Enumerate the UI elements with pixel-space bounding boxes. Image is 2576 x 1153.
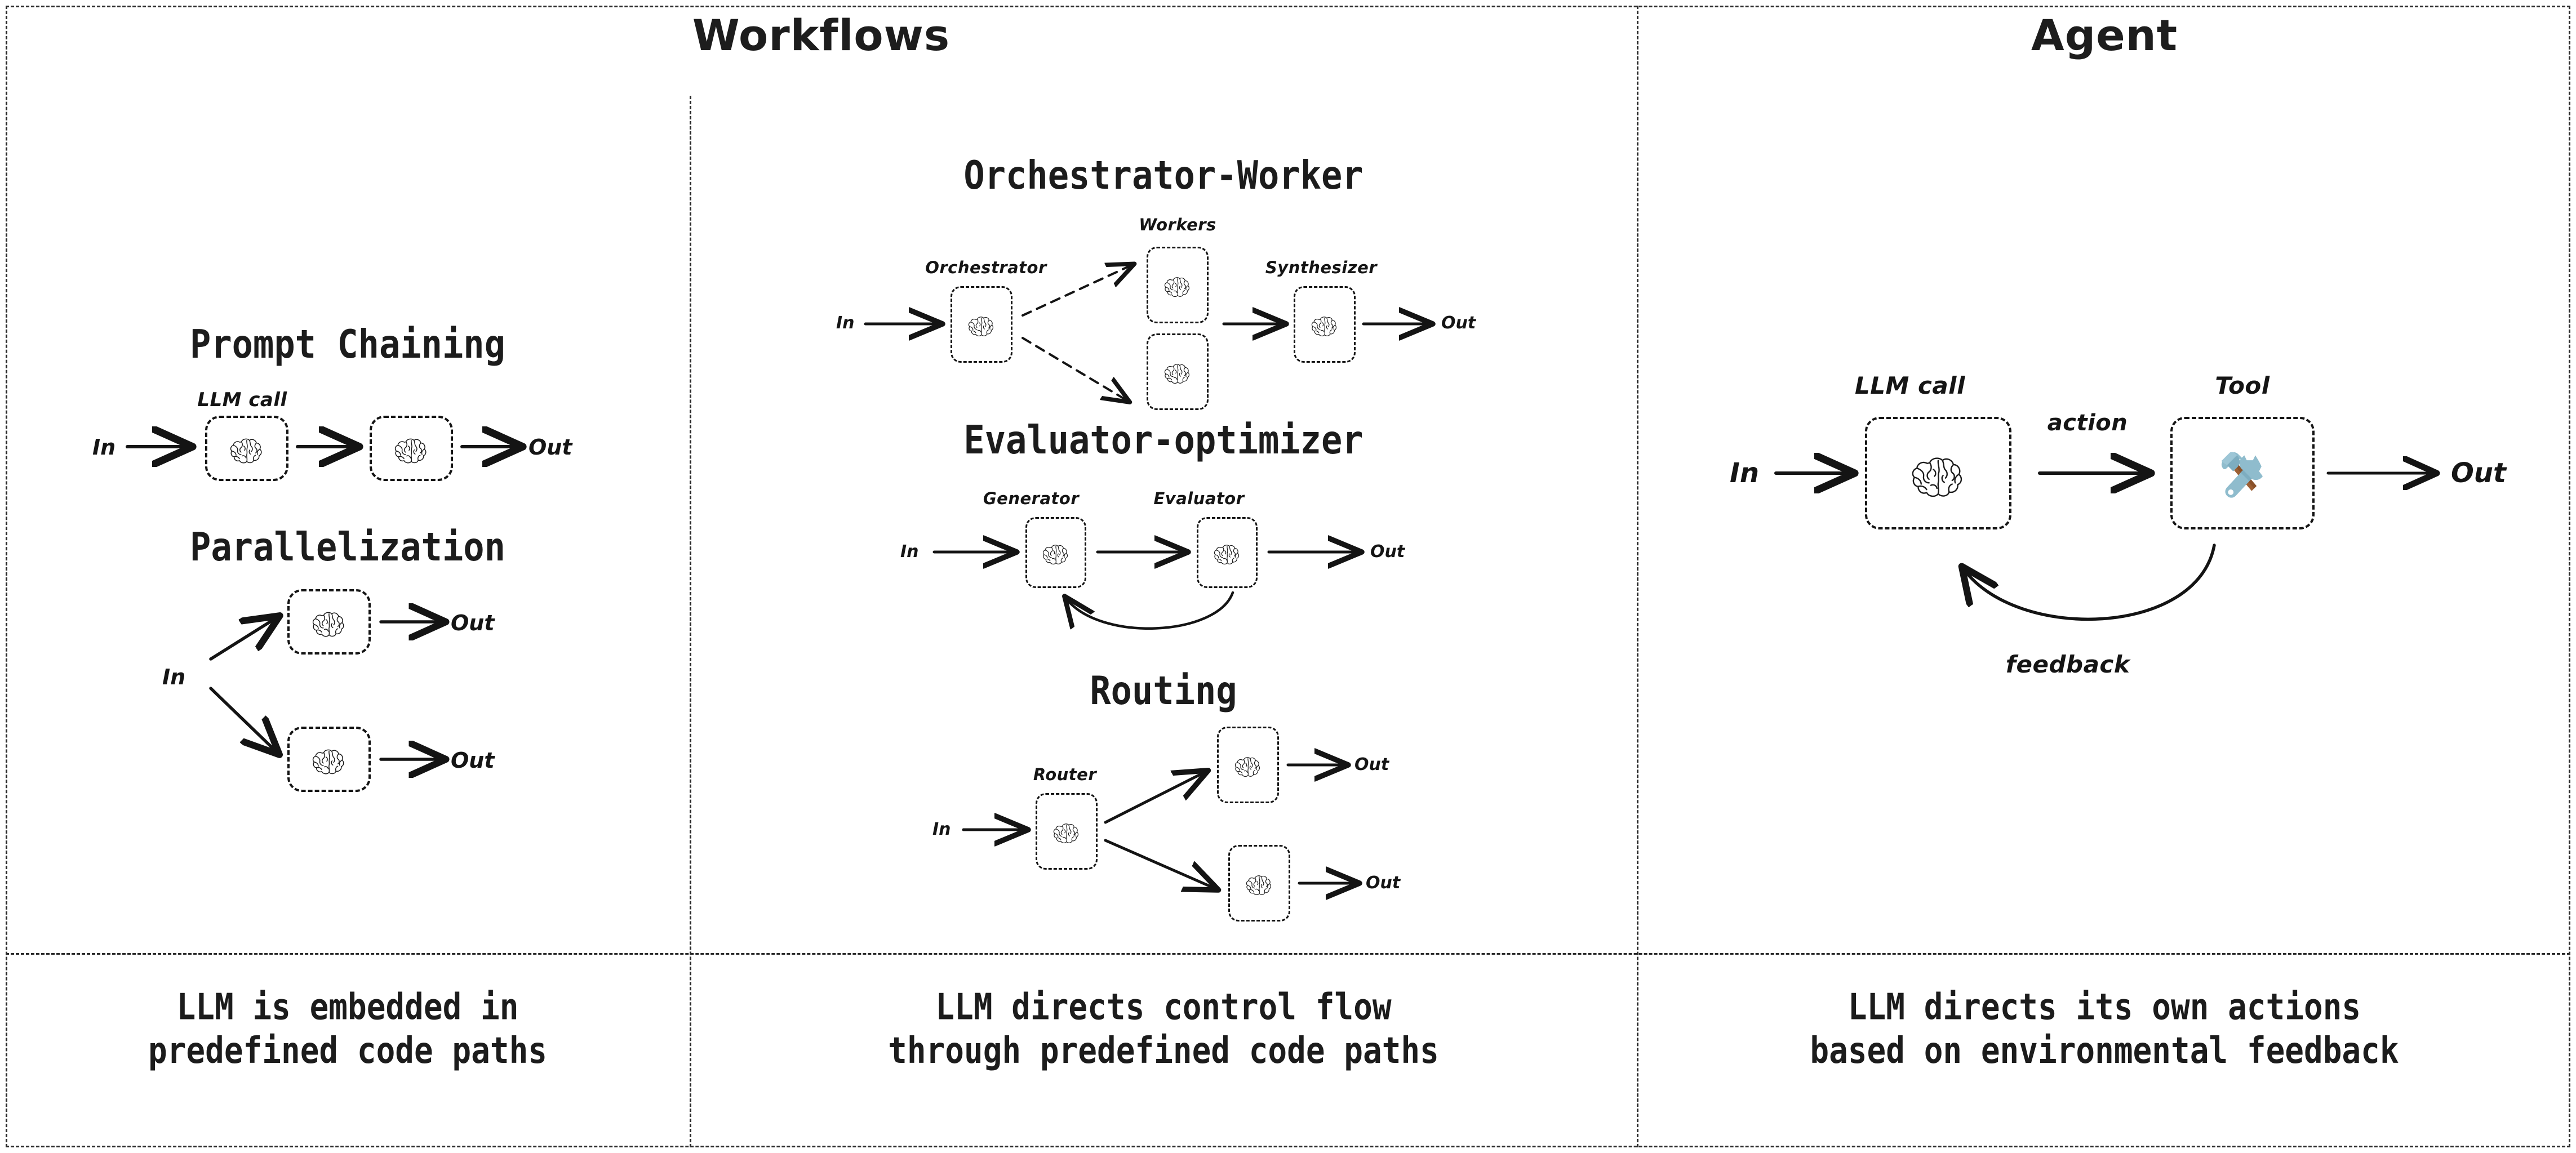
terminal-in-evaluator-optimizer: In [900,542,919,562]
caption-agent: LLM directs its own actions based on env… [1640,986,2569,1074]
node-parallel-branch-bottom[interactable] [287,727,371,792]
terminal-out-agent: Out [2451,457,2506,489]
node-agent-tool[interactable] [2170,417,2315,529]
node-worker-top[interactable] [1147,247,1209,323]
pattern-title-evaluator-optimizer: Evaluator-optimizer [963,417,1363,463]
caption-line: based on environmental feedback [1810,1030,2399,1072]
terminal-in-parallelization: In [162,665,186,689]
brain-icon [1219,728,1277,802]
caption-workflows-left: LLM is embedded in predefined code paths [8,986,687,1074]
pattern-title-parallelization: Parallelization [190,524,505,570]
terminal-out-parallel-bottom: Out [451,748,495,773]
label-evaluator: Evaluator [1153,489,1245,508]
diagram-frame [6,6,2570,1147]
brain-icon [207,418,286,479]
label-workers: Workers [1139,215,1216,234]
brain-icon [290,729,368,790]
terminal-out-evaluator-optimizer: Out [1370,542,1405,562]
label-llm-call-prompt-chaining: LLM call [197,389,287,411]
divider-captions [6,953,2570,955]
node-orchestrator[interactable] [951,286,1012,363]
brain-icon [952,288,1011,361]
caption-line: LLM is embedded in [176,986,519,1029]
brain-icon [1148,335,1207,408]
terminal-in-agent: In [1730,457,1760,489]
terminal-in-orchestrator-worker: In [836,313,855,333]
pattern-title-orchestrator-worker: Orchestrator-Worker [963,152,1363,198]
label-action: action [2047,410,2128,436]
terminal-in-prompt-chaining: In [92,435,116,460]
label-tool: Tool [2215,372,2270,399]
label-llm-call-agent: LLM call [1855,372,1965,399]
divider-workflows-agent [1637,6,1638,1147]
column-header-workflows: Workflows [692,10,951,60]
caption-line: LLM directs its own actions [1847,986,2361,1029]
label-orchestrator: Orchestrator [925,258,1047,277]
node-route-target-bottom[interactable] [1228,845,1290,921]
label-router: Router [1033,765,1097,784]
pattern-title-prompt-chaining: Prompt Chaining [190,321,505,367]
label-synthesizer: Synthesizer [1265,258,1378,277]
terminal-in-routing: In [932,820,951,839]
brain-icon [1148,248,1207,322]
terminal-out-routing-top: Out [1354,755,1389,774]
node-generator[interactable] [1025,517,1086,588]
brain-icon [1295,288,1354,361]
brain-icon [1037,795,1096,868]
hammer-and-wrench-icon [2173,419,2312,527]
terminal-out-prompt-chaining: Out [528,435,572,460]
column-header-agent: Agent [2031,10,2178,60]
caption-line: predefined code paths [148,1030,547,1072]
brain-icon [1867,419,2009,527]
brain-icon [1230,847,1289,920]
caption-workflows-right: LLM directs control flow through predefi… [693,986,1634,1074]
node-agent-llm-call[interactable] [1865,417,2011,529]
label-feedback: feedback [2005,651,2130,678]
terminal-out-parallel-top: Out [451,611,495,635]
node-synthesizer[interactable] [1294,286,1356,363]
brain-icon [372,418,451,479]
terminal-out-routing-bottom: Out [1366,873,1401,893]
node-route-target-top[interactable] [1217,727,1279,803]
label-generator: Generator [983,489,1080,508]
node-llm-call-1[interactable] [205,416,288,481]
pattern-title-routing: Routing [1090,667,1237,714]
node-parallel-branch-top[interactable] [287,589,371,655]
node-llm-call-2[interactable] [370,416,453,481]
brain-icon [1027,519,1085,586]
terminal-out-orchestrator-worker: Out [1441,313,1476,333]
divider-workflows-inner [690,96,691,1147]
brain-icon [290,591,368,652]
node-worker-bottom[interactable] [1147,333,1209,410]
node-evaluator[interactable] [1197,517,1258,588]
caption-line: LLM directs control flow [935,986,1392,1029]
caption-line: through predefined code paths [888,1030,1439,1072]
brain-icon [1198,519,1256,586]
node-router[interactable] [1036,793,1098,870]
